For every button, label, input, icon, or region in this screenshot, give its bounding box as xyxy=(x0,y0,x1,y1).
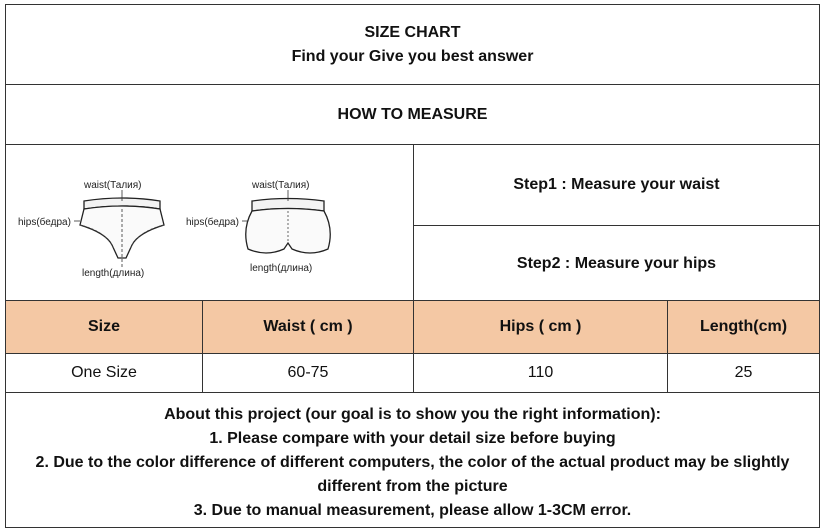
notes-intro: About this project (our goal is to show … xyxy=(164,406,661,423)
column-header-waist: Waist ( cm ) xyxy=(203,301,414,353)
boxer-illustration: waist(Талия) hips(бедра) length(длина) xyxy=(186,180,331,274)
column-header-size: Size xyxy=(6,301,203,353)
step-2: Step2 : Measure your hips xyxy=(414,226,819,301)
steps-panel: Step1 : Measure your waist Step2 : Measu… xyxy=(414,145,819,300)
measurement-diagram-row: waist(Талия) hips(бедра) length(длина) xyxy=(6,145,819,301)
step-2-text: Step2 : Measure your hips xyxy=(516,254,717,272)
notes-section: About this project (our goal is to show … xyxy=(6,393,819,527)
hips-label-2: hips(бедра) xyxy=(186,216,239,228)
length-label-1: length(длина) xyxy=(82,268,144,279)
underwear-diagram: waist(Талия) hips(бедра) length(длина) xyxy=(18,180,331,279)
column-header-hips: Hips ( cm ) xyxy=(414,301,668,353)
note-item-2: 2. Due to the color difference of differ… xyxy=(35,454,790,495)
length-label-2: length(длина) xyxy=(250,263,312,274)
title-section: SIZE CHART Find your Give you best answe… xyxy=(6,5,819,85)
measurement-diagram: waist(Талия) hips(бедра) length(длина) xyxy=(6,145,414,300)
size-chart-table: SIZE CHART Find your Give you best answe… xyxy=(5,4,820,528)
step-1-text: Step1 : Measure your waist xyxy=(513,176,720,193)
brief-illustration: waist(Талия) hips(бедра) length(длина) xyxy=(18,180,165,279)
cell-size: One Size xyxy=(6,354,203,392)
size-chart-subtitle: Find your Give you best answer xyxy=(291,47,534,65)
table-header-row: Size Waist ( cm ) Hips ( cm ) Length(cm) xyxy=(6,301,819,354)
size-chart-title: SIZE CHART xyxy=(364,23,461,41)
cell-waist: 60-75 xyxy=(203,354,414,392)
waist-label-2: waist(Талия) xyxy=(251,180,310,191)
how-to-measure-heading: HOW TO MEASURE xyxy=(337,105,488,123)
note-item-3: 3. Due to manual measurement, please all… xyxy=(193,502,632,519)
note-item-1: 1. Please compare with your detail size … xyxy=(209,430,616,447)
cell-hips: 110 xyxy=(414,354,668,392)
table-row: One Size 60-75 110 25 xyxy=(6,354,819,393)
waist-label-1: waist(Талия) xyxy=(83,180,142,191)
how-to-measure-row: HOW TO MEASURE xyxy=(6,85,819,145)
cell-length: 25 xyxy=(734,364,753,381)
notes-text: About this project (our goal is to show … xyxy=(33,403,793,523)
column-header-length: Length(cm) xyxy=(668,301,819,353)
step-1: Step1 : Measure your waist xyxy=(414,145,819,226)
hips-label-1: hips(бедра) xyxy=(18,216,71,228)
